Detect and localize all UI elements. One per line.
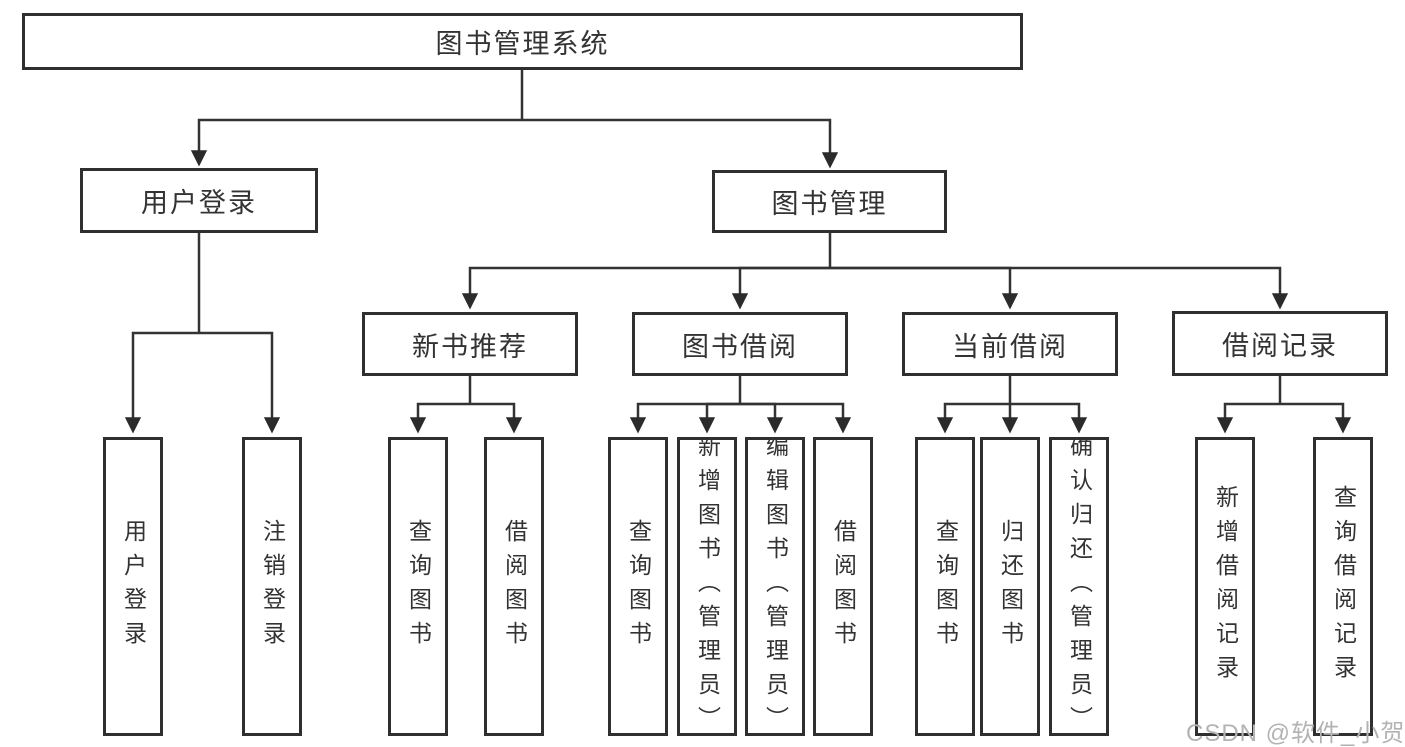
leaf-borrow-books-recommend-label: 借阅图书 xyxy=(501,518,528,655)
leaf-add-borrow-record-label: 新增借阅记录 xyxy=(1212,484,1239,689)
leaf-edit-books-admin: 编辑图书（管理员） xyxy=(745,437,805,736)
node-new-book-recommend: 新书推荐 xyxy=(362,312,578,376)
leaf-add-books-admin: 新增图书（管理员） xyxy=(677,437,737,736)
leaf-add-books-admin-label: 新增图书（管理员） xyxy=(694,437,721,736)
leaf-query-books-borrow: 查询图书 xyxy=(608,437,668,736)
watermark: CSDN @软件_小贺同学 xyxy=(1186,720,1405,747)
node-borrow-records-label: 借阅记录 xyxy=(1222,331,1338,361)
leaf-query-books-borrow-label: 查询图书 xyxy=(625,518,652,655)
leaf-logout-label: 注销登录 xyxy=(259,518,286,655)
node-borrow-records: 借阅记录 xyxy=(1172,311,1388,376)
leaf-query-books-recommend-label: 查询图书 xyxy=(405,518,432,655)
leaf-edit-books-admin-label: 编辑图书（管理员） xyxy=(762,437,789,736)
node-new-book-recommend-label: 新书推荐 xyxy=(412,331,528,362)
leaf-confirm-return-admin: 确认归还（管理员） xyxy=(1049,437,1109,736)
node-user-login-label: 用户登录 xyxy=(141,188,257,218)
node-book-borrow: 图书借阅 xyxy=(632,312,848,376)
leaf-return-books: 归还图书 xyxy=(980,437,1040,736)
leaf-logout: 注销登录 xyxy=(242,437,302,736)
node-root: 图书管理系统 xyxy=(22,13,1023,70)
leaf-query-books-recommend: 查询图书 xyxy=(388,437,448,736)
node-user-login: 用户登录 xyxy=(80,168,318,233)
leaf-user-login: 用户登录 xyxy=(103,437,163,736)
leaf-borrow-books-recommend: 借阅图书 xyxy=(484,437,544,736)
leaf-query-books-current-label: 查询图书 xyxy=(932,518,959,655)
node-current-borrow: 当前借阅 xyxy=(902,312,1118,376)
node-book-management-label: 图书管理 xyxy=(771,189,888,219)
leaf-borrow-books: 借阅图书 xyxy=(813,437,873,736)
leaf-user-login-label: 用户登录 xyxy=(120,518,147,655)
leaf-borrow-books-label: 借阅图书 xyxy=(830,518,857,655)
node-root-label: 图书管理系统 xyxy=(435,29,610,59)
node-current-borrow-label: 当前借阅 xyxy=(952,331,1068,362)
leaf-query-books-current: 查询图书 xyxy=(915,437,975,736)
leaf-query-borrow-record-label: 查询借阅记录 xyxy=(1330,484,1357,689)
leaf-query-borrow-record: 查询借阅记录 xyxy=(1313,437,1373,736)
leaf-confirm-return-admin-label: 确认归还（管理员） xyxy=(1066,437,1093,736)
leaf-add-borrow-record: 新增借阅记录 xyxy=(1195,437,1255,736)
node-book-borrow-label: 图书借阅 xyxy=(682,331,798,362)
node-book-management: 图书管理 xyxy=(712,170,947,233)
leaf-return-books-label: 归还图书 xyxy=(997,518,1024,655)
